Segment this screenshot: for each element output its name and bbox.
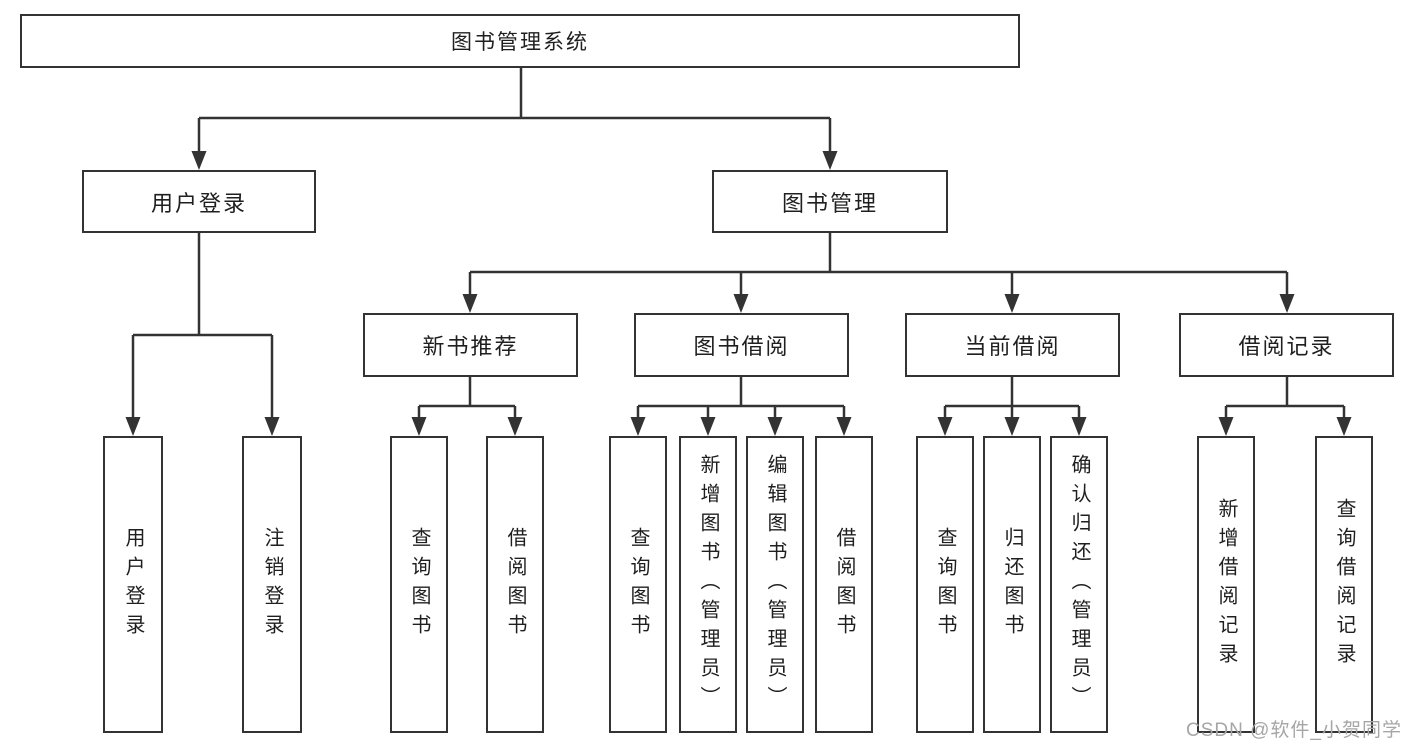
leaf-return-books: 归还图书 xyxy=(983,436,1041,733)
node-user-login: 用户登录 xyxy=(82,170,316,233)
leaf-query-borrow-record: 查询借阅记录 xyxy=(1315,436,1373,733)
node-book-borrowing: 图书借阅 xyxy=(634,313,849,377)
leaf-user-login: 用户登录 xyxy=(103,436,163,733)
node-borrowing-records: 借阅记录 xyxy=(1179,313,1394,377)
arrowhead-icons xyxy=(125,151,1352,436)
leaf-logout: 注销登录 xyxy=(242,436,302,733)
leaf-borrow-books-borrowing: 借阅图书 xyxy=(815,436,873,733)
leaf-query-books-current: 查询图书 xyxy=(916,436,974,733)
node-new-book-recommend: 新书推荐 xyxy=(363,313,578,377)
leaf-borrow-books-recommend: 借阅图书 xyxy=(486,436,544,733)
leaf-query-books-recommend: 查询图书 xyxy=(390,436,448,733)
node-root: 图书管理系统 xyxy=(20,14,1020,68)
connector-path xyxy=(131,68,1346,418)
leaf-add-books-admin: 新增图书（管理员） xyxy=(679,436,737,733)
node-book-management: 图书管理 xyxy=(712,170,948,233)
leaf-query-books-borrowing: 查询图书 xyxy=(609,436,667,733)
leaf-add-borrow-record: 新增借阅记录 xyxy=(1197,436,1255,733)
leaf-confirm-return-admin: 确认归还（管理员） xyxy=(1050,436,1108,733)
node-current-borrowing: 当前借阅 xyxy=(905,313,1120,377)
watermark: CSDN @软件_小贺同学 xyxy=(1186,720,1402,741)
leaf-edit-books-admin: 编辑图书（管理员） xyxy=(746,436,804,733)
